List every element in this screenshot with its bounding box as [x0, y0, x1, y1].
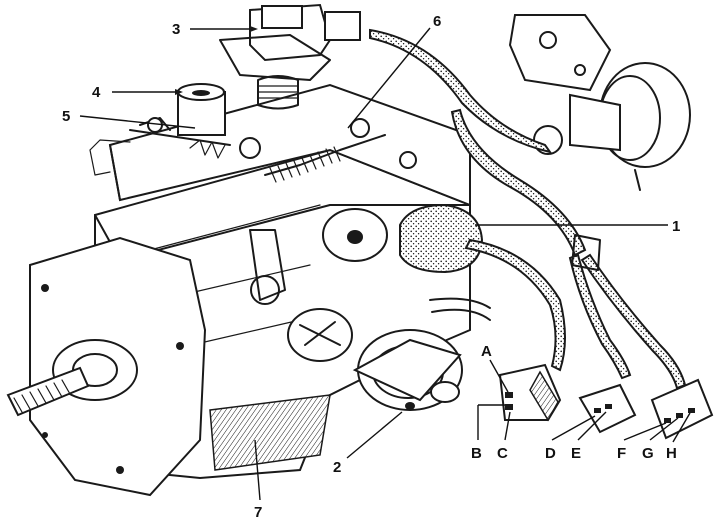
pin-label-g: G [642, 445, 654, 462]
pin-label-a: A [481, 343, 492, 360]
connector-abc [498, 363, 562, 422]
front-cover-disc [249, 229, 353, 362]
pin-label-d: D [545, 445, 556, 462]
actuator-1 [322, 203, 484, 274]
throttle-spring-6 [264, 118, 417, 183]
callout-1: 1 [672, 218, 680, 235]
connector-fgh [650, 378, 714, 440]
pulley-device-2 [352, 297, 491, 411]
pin-label-c: C [497, 445, 508, 462]
connector-de [578, 383, 637, 434]
leader-lines [79, 26, 691, 501]
callout-2: 2 [333, 459, 341, 476]
front-flange-plate [29, 236, 207, 497]
stop-solenoid-4 [177, 83, 226, 136]
callout-4: 4 [92, 84, 101, 101]
throttle-sensor-3 [219, 3, 361, 110]
pin-label-h: H [666, 445, 677, 462]
pin-label-f: F [617, 445, 626, 462]
wiring-harness [369, 28, 687, 390]
throttle-linkage-5 [129, 117, 261, 159]
pin-label-b: B [471, 445, 482, 462]
boost-capsule [508, 14, 691, 191]
pin-label-e: E [571, 445, 581, 462]
governor-cover [89, 83, 471, 207]
callout-5: 5 [62, 108, 70, 125]
drive-shaft [6, 366, 90, 417]
callout-3: 3 [172, 21, 180, 38]
callout-6: 6 [433, 13, 441, 30]
callout-7: 7 [254, 504, 262, 521]
